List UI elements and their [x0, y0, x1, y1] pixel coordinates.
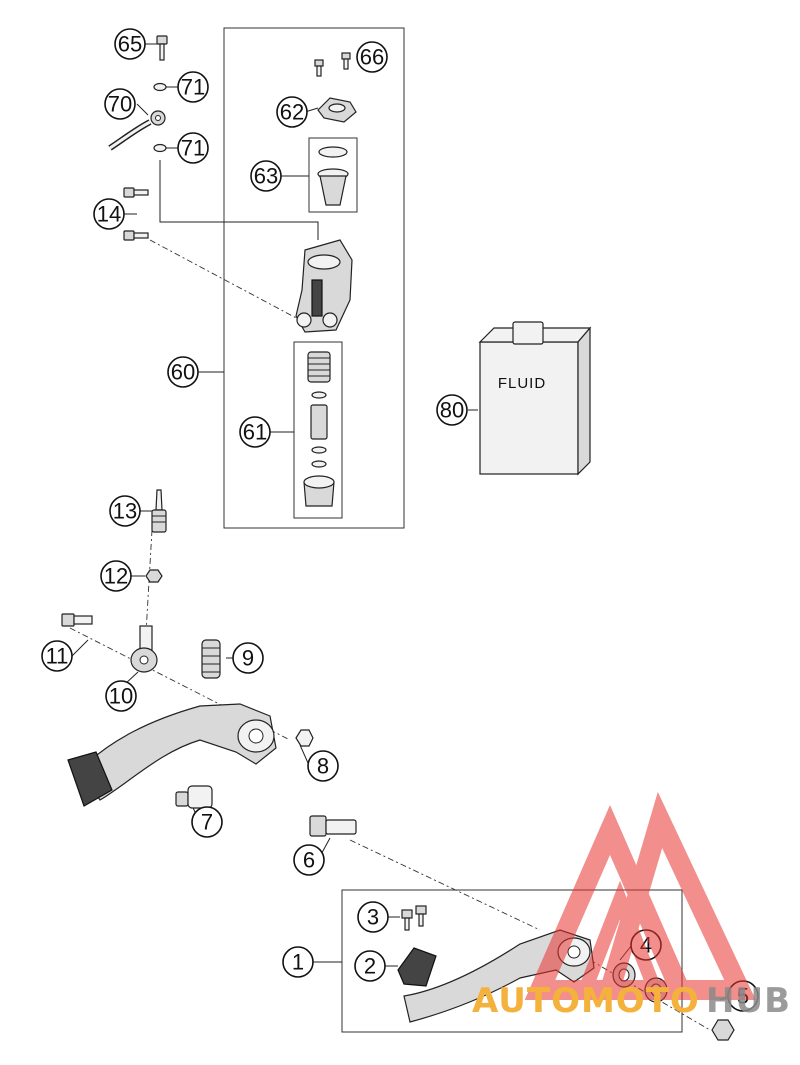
- piston-kit-61: [303, 351, 335, 507]
- callout-71-top: 71: [177, 71, 209, 103]
- svg-text:14: 14: [97, 202, 121, 227]
- callout-60: 60: [167, 356, 199, 388]
- svg-text:60: 60: [171, 360, 195, 385]
- assembly-box-61: [293, 341, 343, 519]
- callout-14: 14: [93, 198, 125, 230]
- callout-12: 12: [100, 560, 132, 592]
- svg-text:10: 10: [109, 684, 133, 709]
- callout-71-bottom: 71: [177, 132, 209, 164]
- callout-13: 13: [109, 495, 141, 527]
- svg-text:6: 6: [303, 848, 315, 873]
- washer-71-top: [153, 82, 167, 92]
- spring-9: [201, 639, 221, 679]
- svg-text:63: 63: [254, 164, 278, 189]
- svg-text:11: 11: [46, 644, 69, 669]
- svg-text:70: 70: [108, 92, 132, 117]
- assembly-box-63: [308, 137, 358, 213]
- svg-text:HUB: HUB: [706, 981, 791, 1021]
- bolts-14: [123, 187, 149, 241]
- bellows-63: [317, 146, 349, 206]
- svg-text:66: 66: [360, 45, 384, 70]
- assembly-box-60: [223, 27, 405, 529]
- assembly-box-1: [341, 889, 683, 1033]
- svg-text:3: 3: [367, 905, 379, 930]
- callout-8: 8: [307, 750, 339, 782]
- svg-text:80: 80: [440, 398, 464, 423]
- brake-pedal-main: [67, 703, 277, 807]
- callout-65: 65: [114, 28, 146, 60]
- svg-text:13: 13: [113, 499, 137, 524]
- nut-8: [295, 729, 314, 747]
- washer-71-bottom: [153, 143, 167, 153]
- pushrod-13: [151, 489, 167, 533]
- svg-text:12: 12: [104, 564, 128, 589]
- svg-text:65: 65: [118, 32, 142, 57]
- master-cylinder-body: [295, 239, 353, 333]
- callout-80: 80: [436, 394, 468, 426]
- watermark-text: AUTOMOTO HUB: [472, 981, 791, 1021]
- screws-66: [314, 52, 351, 77]
- svg-text:62: 62: [280, 100, 304, 125]
- callout-10: 10: [105, 680, 137, 712]
- callout-66: 66: [356, 41, 388, 73]
- callout-61: 61: [239, 416, 271, 448]
- nut-5: [711, 1019, 735, 1041]
- svg-text:2: 2: [364, 954, 376, 979]
- svg-text:71: 71: [181, 75, 205, 100]
- callout-2: 2: [354, 950, 386, 982]
- pin-7: [175, 785, 213, 809]
- bolt-65: [156, 35, 168, 61]
- svg-text:9: 9: [242, 646, 254, 671]
- callout-3: 3: [357, 901, 389, 933]
- callout-11: 11: [41, 640, 73, 672]
- fluid-label: FLUID: [498, 375, 546, 392]
- svg-text:71: 71: [181, 136, 205, 161]
- callout-70: 70: [104, 88, 136, 120]
- svg-text:7: 7: [201, 810, 213, 835]
- callout-62: 62: [276, 96, 308, 128]
- nut-12: [145, 569, 163, 583]
- bolt-11: [61, 613, 93, 627]
- pivot-bolt-6: [309, 815, 357, 837]
- fluid-bottle-80: FLUID: [478, 321, 592, 476]
- pedal-tip-2: [397, 947, 437, 987]
- clevis-10: [130, 625, 158, 673]
- reservoir-cap-62: [317, 97, 357, 123]
- callout-7: 7: [191, 806, 223, 838]
- svg-text:8: 8: [317, 754, 329, 779]
- callout-6: 6: [293, 844, 325, 876]
- screws-3: [401, 905, 427, 931]
- callout-9: 9: [232, 642, 264, 674]
- svg-text:61: 61: [243, 420, 267, 445]
- svg-text:AUTOMOTO: AUTOMOTO: [472, 981, 700, 1021]
- callout-1: 1: [282, 946, 314, 978]
- svg-text:1: 1: [292, 950, 304, 975]
- watermark-logo: [524, 791, 756, 1000]
- brake-hose-70: [108, 110, 166, 151]
- callout-63: 63: [250, 160, 282, 192]
